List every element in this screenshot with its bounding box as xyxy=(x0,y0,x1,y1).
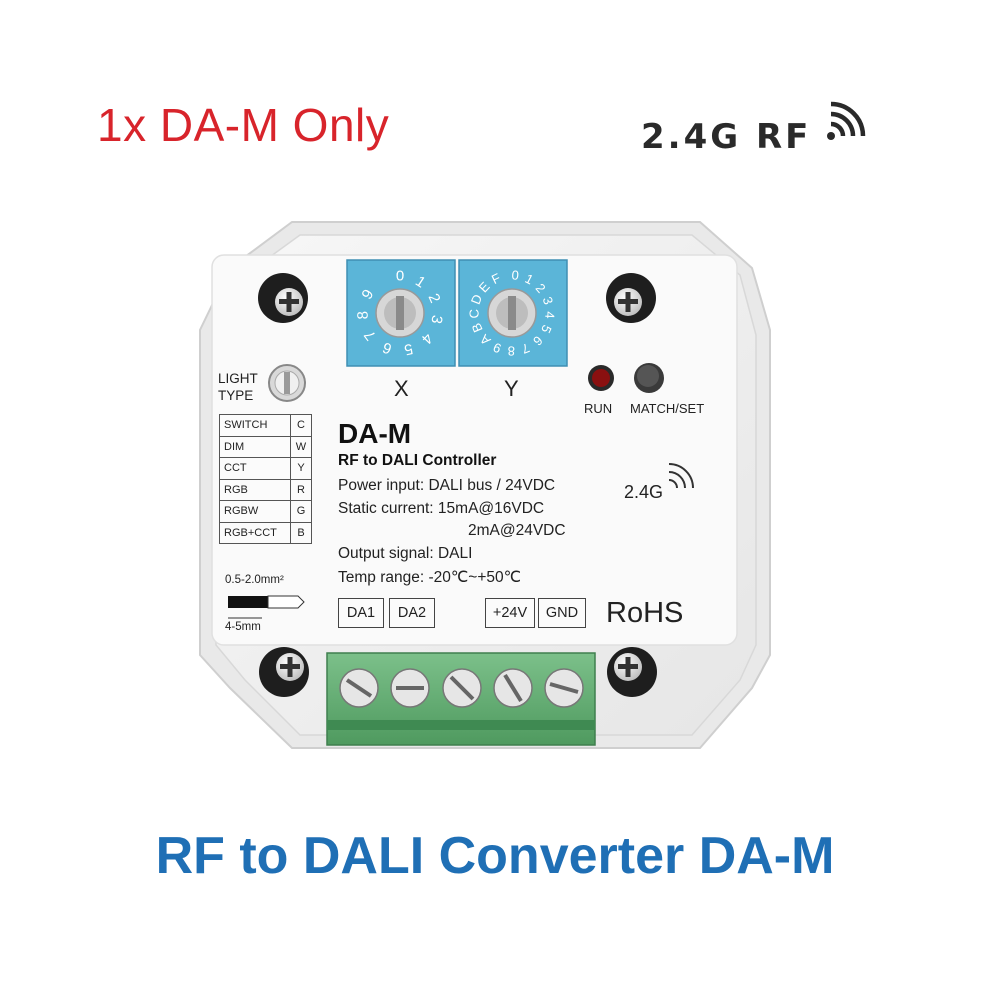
dial-digit: 3 xyxy=(427,314,445,325)
dial-digit: 5 xyxy=(402,340,414,358)
light-type-knob xyxy=(268,364,306,402)
mounting-screw-bottom-left xyxy=(259,647,309,697)
terminal-screw-2 xyxy=(390,668,430,708)
dial-y-label: Y xyxy=(504,376,519,401)
dial-digit: 3 xyxy=(540,295,557,307)
light-type-name: CCT xyxy=(219,457,291,480)
terminal-screw-1 xyxy=(339,668,379,708)
rf-logo-text: 2.4G RF xyxy=(641,117,812,157)
light-type-name: SWITCH xyxy=(219,414,291,437)
mounting-screw-bottom-right xyxy=(607,647,657,697)
device-subtitle: RF to DALI Controller xyxy=(338,452,497,469)
strip-length-label: 4-5mm xyxy=(225,621,261,633)
light-type-name: RGB xyxy=(219,478,291,501)
terminal-screw-3 xyxy=(442,668,482,708)
light-type-code: R xyxy=(290,478,312,501)
light-type-code: W xyxy=(290,435,312,458)
dial-digit: C xyxy=(466,309,481,319)
run-label: RUN xyxy=(584,401,613,416)
terminal-label-da2: DA2 xyxy=(389,598,435,628)
terminal-label-da1: DA1 xyxy=(338,598,384,628)
dial-digit: 8 xyxy=(508,343,515,358)
light-type-label: LIGHT TYPE xyxy=(218,370,258,404)
dial-digit: 8 xyxy=(354,311,371,320)
light-type-name: DIM xyxy=(219,435,291,458)
terminal-block xyxy=(326,652,596,746)
terminal-screw-4 xyxy=(493,668,533,708)
model-name: DA-M xyxy=(338,418,412,449)
run-led xyxy=(588,365,614,391)
light-type-code: Y xyxy=(290,457,312,480)
panel-wireless-icon xyxy=(668,463,694,489)
dial-digit: 4 xyxy=(542,311,557,319)
wire-gauge-label: 0.5-2.0mm² xyxy=(225,574,284,586)
light-type-code: C xyxy=(290,414,312,437)
dial-x-label: X xyxy=(394,376,409,401)
mounting-screw-top-right xyxy=(606,273,656,323)
match-set-label: MATCH/SET xyxy=(630,401,705,416)
wire-strip-diagram xyxy=(228,595,305,619)
light-type-label-line2: TYPE xyxy=(218,388,254,403)
light-type-name: RGBW xyxy=(219,500,291,523)
spec-static-current: Static current: 15mA@16VDC xyxy=(338,500,545,517)
dial-digit: 0 xyxy=(396,268,404,285)
mounting-screw-top-left xyxy=(258,273,308,323)
dial-digit: 0 xyxy=(511,267,520,283)
match-set-button xyxy=(634,363,664,393)
spec-output-signal: Output signal: DALI xyxy=(338,545,473,562)
headline: 1x DA-M Only xyxy=(97,99,390,151)
terminal-label-24v: +24V xyxy=(485,598,535,628)
product-caption: RF to DALI Converter DA-M xyxy=(155,827,835,885)
terminal-label-gnd: GND xyxy=(538,598,586,628)
panel-rf-text: 2.4G xyxy=(624,482,664,502)
terminal-screw-5 xyxy=(544,668,584,708)
light-type-code: G xyxy=(290,500,312,523)
light-type-name: RGB+CCT xyxy=(219,521,291,544)
spec-power-input: Power input: DALI bus / 24VDC xyxy=(338,477,556,494)
rohs-mark: RoHS xyxy=(606,597,684,629)
light-type-label-line1: LIGHT xyxy=(218,371,258,386)
light-type-code: B xyxy=(290,521,312,544)
spec-temp-range: Temp range: -20℃~+50℃ xyxy=(338,569,522,586)
spec-static-current-2: 2mA@24VDC xyxy=(468,522,566,539)
wireless-signal-icon xyxy=(827,101,866,140)
